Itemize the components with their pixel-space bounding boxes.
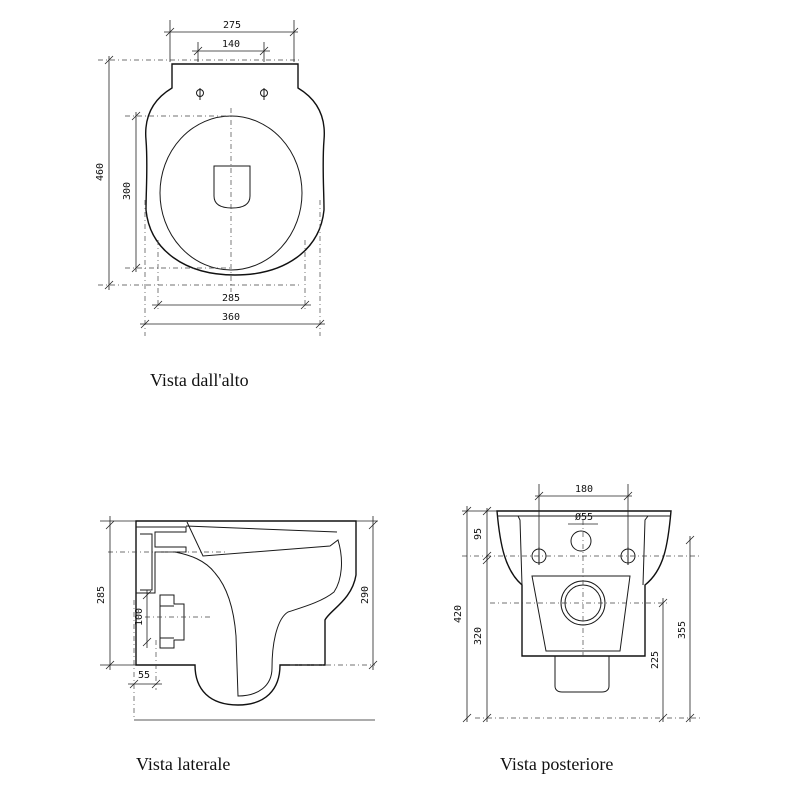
dim-55: 55 — [138, 670, 150, 681]
rear-view-inlet — [570, 530, 592, 552]
dim-420: 420 — [453, 605, 464, 623]
dim-diameter-55: Ø55 — [575, 511, 593, 523]
side-view: 285 100 55 290 — [96, 516, 378, 721]
dim-285-top: 285 — [222, 293, 240, 304]
dim-320: 320 — [473, 627, 484, 645]
dim-100: 100 — [134, 608, 145, 626]
dim-95: 95 — [473, 528, 484, 540]
dim-140: 140 — [222, 39, 240, 50]
rear-view-outline — [496, 510, 672, 657]
dim-225: 225 — [650, 651, 661, 669]
dim-275: 275 — [223, 20, 241, 31]
caption-rear-view: Vista posteriore — [500, 754, 614, 774]
side-view-bowl — [174, 521, 342, 697]
rear-view: 180 Ø55 95 420 320 225 355 — [453, 484, 700, 723]
top-view: 275 140 460 300 285 360 — [95, 20, 325, 336]
caption-top-view: Vista dall'alto — [150, 370, 249, 390]
top-view-fixing-holes — [196, 88, 268, 100]
top-view-outline — [145, 63, 325, 276]
dim-300: 300 — [122, 182, 133, 200]
rear-view-plate — [517, 515, 649, 586]
caption-side-view: Vista laterale — [136, 754, 231, 774]
dim-290: 290 — [360, 586, 371, 604]
dim-180: 180 — [575, 484, 593, 495]
dim-460: 460 — [95, 163, 106, 181]
side-view-wall-plate — [136, 526, 187, 594]
dim-285-side: 285 — [96, 586, 107, 604]
top-view-drain — [213, 165, 251, 209]
rear-view-spout — [554, 656, 610, 693]
dim-360: 360 — [222, 312, 240, 323]
side-view-outline — [135, 520, 357, 706]
side-view-inlet — [159, 594, 185, 649]
rear-view-back — [531, 575, 631, 652]
dim-355: 355 — [677, 621, 688, 639]
